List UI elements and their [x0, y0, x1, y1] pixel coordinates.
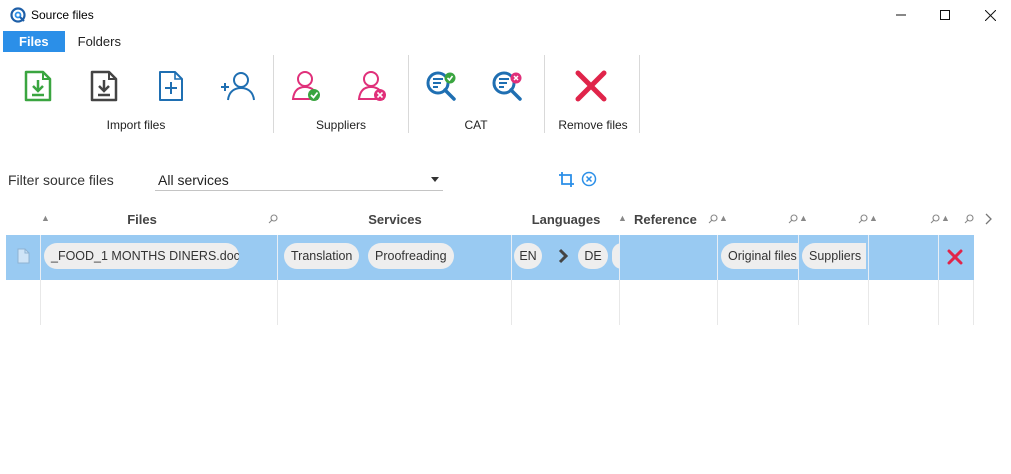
column-header-services[interactable]: Services [368, 212, 422, 227]
sort-icon[interactable]: ▲ [719, 213, 728, 223]
target-language-chip[interactable]: DE [578, 243, 608, 269]
search-icon[interactable] [858, 212, 868, 227]
clear-filter-icon[interactable] [581, 171, 597, 192]
user-remove-icon [357, 71, 386, 101]
delete-cell[interactable] [939, 235, 974, 280]
maximize-icon [940, 10, 950, 20]
original-files-chip[interactable]: Original files [721, 243, 798, 269]
import-reference-file-button[interactable] [84, 66, 124, 106]
ribbon-separator [639, 55, 640, 133]
language-chip-partial[interactable] [612, 243, 619, 269]
column-header-extra[interactable]: ▲ [872, 204, 950, 235]
grid-line [277, 280, 278, 325]
original-files-cell[interactable]: Original files [718, 235, 799, 280]
suppliers-chip[interactable]: Suppliers [802, 243, 866, 269]
column-header-files[interactable]: ▲ Files [6, 204, 278, 235]
search-icon[interactable] [964, 212, 974, 227]
ribbon-separator [408, 55, 409, 133]
file-add-icon [159, 71, 183, 101]
minimize-icon [896, 14, 906, 16]
import-source-file-button[interactable] [18, 66, 58, 106]
file-import-dark-icon [90, 70, 118, 102]
remove-supplier-button[interactable] [352, 66, 392, 106]
group-label-import-files: Import files [106, 118, 166, 132]
source-language-chip[interactable]: EN [514, 243, 542, 269]
sort-icon[interactable]: ▲ [869, 213, 878, 223]
file-cell[interactable]: _FOOD_1 MONTHS DINERS.docx [41, 235, 278, 280]
ribbon-separator [273, 55, 274, 133]
filter-label: Filter source files [8, 172, 114, 188]
file-name-chip[interactable]: _FOOD_1 MONTHS DINERS.docx [44, 243, 239, 269]
grid-line [798, 280, 799, 325]
service-chip-translation[interactable]: Translation [284, 243, 360, 269]
sort-icon[interactable]: ▲ [799, 213, 808, 223]
search-icon[interactable] [788, 212, 798, 227]
add-user-icon [221, 72, 255, 101]
column-header-languages[interactable]: Languages ▲ [531, 212, 627, 227]
services-filter-select[interactable]: All services [155, 170, 443, 191]
remove-files-button[interactable] [571, 66, 611, 106]
cat-analyze-button[interactable] [421, 66, 461, 106]
group-label-cat: CAT [464, 118, 488, 132]
sort-icon[interactable]: ▲ [41, 213, 50, 223]
services-cell[interactable]: Translation Proofreading [278, 235, 512, 280]
column-header-actions[interactable] [942, 204, 974, 235]
maximize-button[interactable] [922, 0, 968, 30]
scroll-right-button[interactable] [984, 212, 992, 230]
search-icon[interactable] [930, 212, 940, 227]
grid-line [868, 280, 869, 325]
column-header-original-files[interactable]: ▲ [732, 204, 808, 235]
grid-line [717, 280, 718, 325]
ribbon-toolbar: Import files Suppliers [0, 52, 1011, 138]
search-remove-icon [492, 71, 522, 101]
app-logo-icon [10, 7, 26, 23]
reference-cell[interactable] [620, 235, 718, 280]
sort-icon[interactable]: ▲ [941, 213, 950, 223]
cat-remove-button[interactable] [487, 66, 527, 106]
title-bar: Source files [0, 0, 1011, 30]
crop-icon[interactable] [558, 171, 575, 193]
extra-cell [869, 235, 939, 280]
add-user-button[interactable] [217, 66, 257, 106]
sort-icon[interactable]: ▲ [618, 213, 627, 223]
remove-x-icon [575, 70, 607, 102]
search-icon[interactable] [268, 212, 278, 227]
tab-folders[interactable]: Folders [77, 34, 121, 49]
delete-icon[interactable] [947, 249, 963, 265]
languages-cell[interactable]: EN DE [512, 235, 620, 280]
assign-supplier-button[interactable] [286, 66, 326, 106]
table-row[interactable]: _FOOD_1 MONTHS DINERS.docx Translation P… [6, 235, 974, 280]
search-icon[interactable] [708, 212, 718, 227]
chevron-down-icon [431, 177, 439, 182]
chevron-right-icon [985, 213, 992, 225]
minimize-button[interactable] [878, 0, 924, 30]
column-header-reference[interactable]: Reference ▲ [634, 212, 728, 227]
close-icon [984, 9, 996, 21]
grid-line [973, 280, 974, 325]
grid-line [619, 280, 620, 325]
suppliers-cell[interactable]: Suppliers [799, 235, 869, 280]
tab-bar: Files Folders [3, 31, 134, 52]
grid-line [40, 280, 41, 325]
ribbon-separator [544, 55, 545, 133]
select-value: All services [158, 172, 229, 188]
arrow-right-icon [558, 248, 568, 264]
service-chip-proofreading[interactable]: Proofreading [368, 243, 454, 269]
group-label-suppliers: Suppliers [315, 118, 367, 132]
user-check-icon [291, 71, 320, 101]
document-icon [17, 248, 30, 264]
empty-row [6, 280, 974, 325]
group-label-remove-files: Remove files [558, 118, 628, 132]
add-file-button[interactable] [151, 66, 191, 106]
grid-line [938, 280, 939, 325]
close-window-button[interactable] [967, 0, 1011, 30]
grid-line [511, 280, 512, 325]
row-icon-cell [6, 235, 41, 280]
file-import-green-icon [24, 70, 52, 102]
search-check-icon [426, 71, 456, 101]
window-title: Source files [31, 8, 94, 22]
tab-files[interactable]: Files [3, 31, 65, 52]
column-header-suppliers[interactable]: ▲ [802, 204, 878, 235]
